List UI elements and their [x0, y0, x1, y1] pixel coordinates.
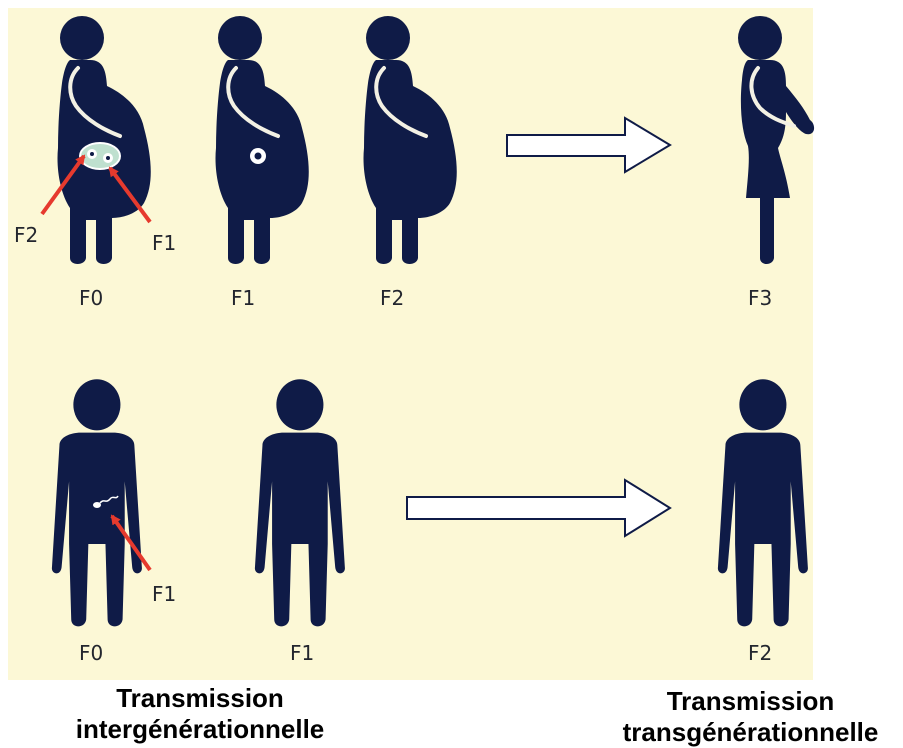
- annotation-f2: F2: [14, 223, 38, 247]
- annotation-sperm-f1: F1: [152, 582, 176, 606]
- hollow-arrow-top: [507, 118, 670, 172]
- caption-intergenerational-line2: intergénérationnelle: [40, 714, 360, 745]
- caption-intergenerational: Transmission intergénérationnelle: [40, 683, 360, 745]
- label-top-f1: F1: [231, 286, 255, 310]
- label-top-f2: F2: [380, 286, 404, 310]
- hollow-arrow-bottom: [407, 480, 670, 536]
- caption-transgenerational-line2: transgénérationnelle: [598, 717, 903, 748]
- pregnant-woman-f2: [364, 16, 457, 264]
- embryo-cluster-icon: [80, 143, 120, 169]
- label-top-f0: F0: [79, 286, 103, 310]
- caption-intergenerational-line1: Transmission: [40, 683, 360, 714]
- caption-transgenerational: Transmission transgénérationnelle: [598, 686, 903, 748]
- label-bottom-f2: F2: [748, 641, 772, 665]
- woman-f3: [738, 16, 814, 264]
- man-f2: [718, 379, 808, 626]
- label-top-f3: F3: [748, 286, 772, 310]
- pregnant-woman-f1: [216, 16, 309, 264]
- label-bottom-f1: F1: [290, 641, 314, 665]
- pregnant-woman-f0: [58, 16, 151, 264]
- annotation-f1: F1: [152, 231, 176, 255]
- man-f1: [255, 379, 345, 626]
- embryo-icon: [250, 148, 266, 164]
- label-bottom-f0: F0: [79, 641, 103, 665]
- caption-transgenerational-line1: Transmission: [598, 686, 903, 717]
